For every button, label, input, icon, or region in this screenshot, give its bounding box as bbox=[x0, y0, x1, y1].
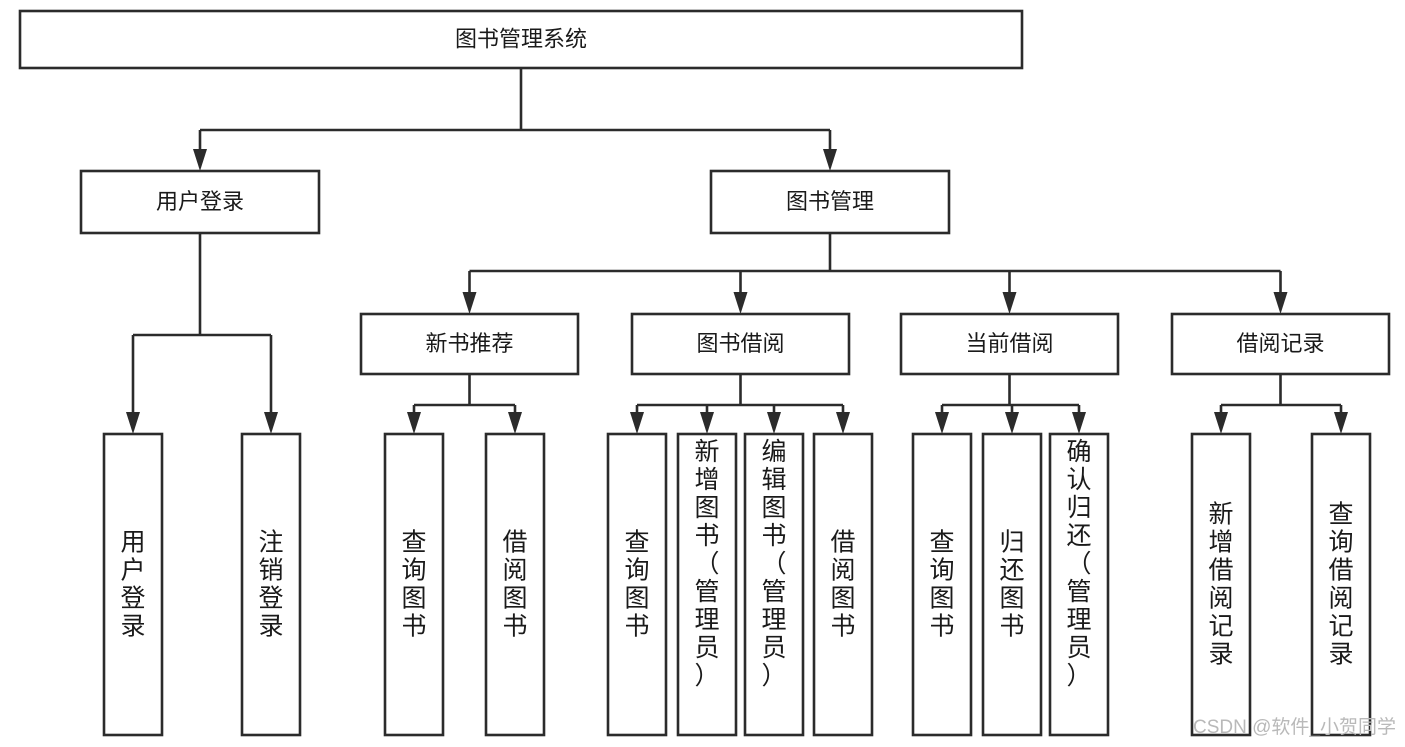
node-leaf-6-label: 编辑图书（管理员） bbox=[761, 438, 786, 690]
node-leaf-8[interactable]: 查询图书 bbox=[911, 432, 973, 737]
node-leaf-8-box[interactable] bbox=[911, 432, 973, 737]
node-leaf-4[interactable]: 查询图书 bbox=[606, 432, 668, 737]
node-leaf-1-label: 注销登录 bbox=[258, 529, 283, 641]
node-leaf-3[interactable]: 借阅图书 bbox=[484, 432, 546, 737]
node-leaf-9-label: 归还图书 bbox=[999, 529, 1024, 641]
node-leaf-11[interactable]: 新增借阅记录 bbox=[1190, 432, 1252, 737]
arrow-head-icon bbox=[1002, 292, 1017, 314]
arrow-head-icon bbox=[508, 412, 522, 434]
arrow-head-icon bbox=[836, 412, 850, 434]
arrow-head-icon bbox=[1072, 412, 1086, 434]
arrow-head-icon bbox=[126, 412, 140, 434]
node-leaf-10[interactable]: 确认归还（管理员） bbox=[1048, 432, 1110, 737]
arrow-head-icon bbox=[1334, 412, 1348, 434]
node-level3-2-box[interactable] bbox=[899, 312, 1120, 376]
arrow-head-icon bbox=[630, 412, 644, 434]
arrow-head-icon bbox=[462, 292, 477, 314]
node-level2-1[interactable]: 图书管理 bbox=[709, 169, 951, 235]
arrow-head-icon bbox=[193, 149, 207, 171]
node-leaf-8-label: 查询图书 bbox=[929, 529, 954, 641]
node-root-图书管理系统[interactable]: 图书管理系统 bbox=[18, 9, 1024, 70]
arrow-head-icon bbox=[700, 412, 714, 434]
arrow-head-icon bbox=[823, 149, 837, 171]
arrow-head-icon bbox=[733, 292, 748, 314]
node-level3-0[interactable]: 新书推荐 bbox=[359, 312, 580, 376]
node-boxes: 图书管理系统用户登录图书管理新书推荐图书借阅当前借阅借阅记录用户登录注销登录查询… bbox=[18, 9, 1391, 737]
node-root-图书管理系统-label: 图书管理系统 bbox=[455, 26, 587, 51]
node-leaf-11-box[interactable] bbox=[1190, 432, 1252, 737]
node-root-图书管理系统-box[interactable] bbox=[18, 9, 1024, 70]
arrow-head-icon bbox=[407, 412, 421, 434]
node-leaf-6-box[interactable] bbox=[743, 432, 805, 737]
node-leaf-10-label: 确认归还（管理员） bbox=[1066, 438, 1091, 690]
node-level3-2-label: 当前借阅 bbox=[965, 331, 1053, 356]
node-leaf-10-box[interactable] bbox=[1048, 432, 1110, 737]
node-leaf-5-label: 新增图书（管理员） bbox=[694, 438, 719, 690]
node-leaf-12[interactable]: 查询借阅记录 bbox=[1310, 432, 1372, 737]
arrow-head-icon bbox=[264, 412, 278, 434]
node-level3-2[interactable]: 当前借阅 bbox=[899, 312, 1120, 376]
node-leaf-12-label: 查询借阅记录 bbox=[1328, 501, 1353, 669]
node-level2-0-label: 用户登录 bbox=[156, 189, 244, 214]
node-leaf-6[interactable]: 编辑图书（管理员） bbox=[743, 432, 805, 737]
node-level3-0-box[interactable] bbox=[359, 312, 580, 376]
node-leaf-0[interactable]: 用户登录 bbox=[102, 432, 164, 737]
node-leaf-7-label: 借阅图书 bbox=[830, 529, 855, 641]
arrow-head-icon bbox=[935, 412, 949, 434]
node-level3-1-box[interactable] bbox=[630, 312, 851, 376]
node-leaf-3-label: 借阅图书 bbox=[502, 529, 527, 641]
node-leaf-11-label: 新增借阅记录 bbox=[1208, 501, 1233, 669]
node-leaf-4-box[interactable] bbox=[606, 432, 668, 737]
csdn-watermark: CSDN @软件_小贺同学 bbox=[1193, 716, 1396, 738]
node-level2-0-box[interactable] bbox=[79, 169, 321, 235]
arrow-head-icon bbox=[1273, 292, 1288, 314]
arrow-head-icon bbox=[767, 412, 781, 434]
node-level2-0[interactable]: 用户登录 bbox=[79, 169, 321, 235]
node-leaf-1[interactable]: 注销登录 bbox=[240, 432, 302, 737]
node-leaf-1-box[interactable] bbox=[240, 432, 302, 737]
node-level2-1-label: 图书管理 bbox=[786, 189, 874, 214]
node-level3-1-label: 图书借阅 bbox=[696, 331, 784, 356]
node-leaf-0-box[interactable] bbox=[102, 432, 164, 737]
node-leaf-4-label: 查询图书 bbox=[624, 529, 649, 641]
arrow-head-icon bbox=[1214, 412, 1228, 434]
node-leaf-0-label: 用户登录 bbox=[120, 529, 145, 641]
node-leaf-5[interactable]: 新增图书（管理员） bbox=[676, 432, 738, 737]
node-leaf-12-box[interactable] bbox=[1310, 432, 1372, 737]
node-leaf-2-box[interactable] bbox=[383, 432, 445, 737]
node-leaf-9-box[interactable] bbox=[981, 432, 1043, 737]
node-leaf-2-label: 查询图书 bbox=[401, 529, 426, 641]
arrow-head-icon bbox=[1005, 412, 1019, 434]
node-leaf-7-box[interactable] bbox=[812, 432, 874, 737]
node-level3-3-box[interactable] bbox=[1170, 312, 1391, 376]
node-level3-3[interactable]: 借阅记录 bbox=[1170, 312, 1391, 376]
node-leaf-3-box[interactable] bbox=[484, 432, 546, 737]
node-leaf-9[interactable]: 归还图书 bbox=[981, 432, 1043, 737]
node-level3-0-label: 新书推荐 bbox=[425, 331, 513, 356]
node-level3-1[interactable]: 图书借阅 bbox=[630, 312, 851, 376]
node-leaf-2[interactable]: 查询图书 bbox=[383, 432, 445, 737]
node-leaf-5-box[interactable] bbox=[676, 432, 738, 737]
node-level3-3-label: 借阅记录 bbox=[1236, 331, 1324, 356]
node-leaf-7[interactable]: 借阅图书 bbox=[812, 432, 874, 737]
connector-lines bbox=[126, 68, 1348, 434]
node-level2-1-box[interactable] bbox=[709, 169, 951, 235]
